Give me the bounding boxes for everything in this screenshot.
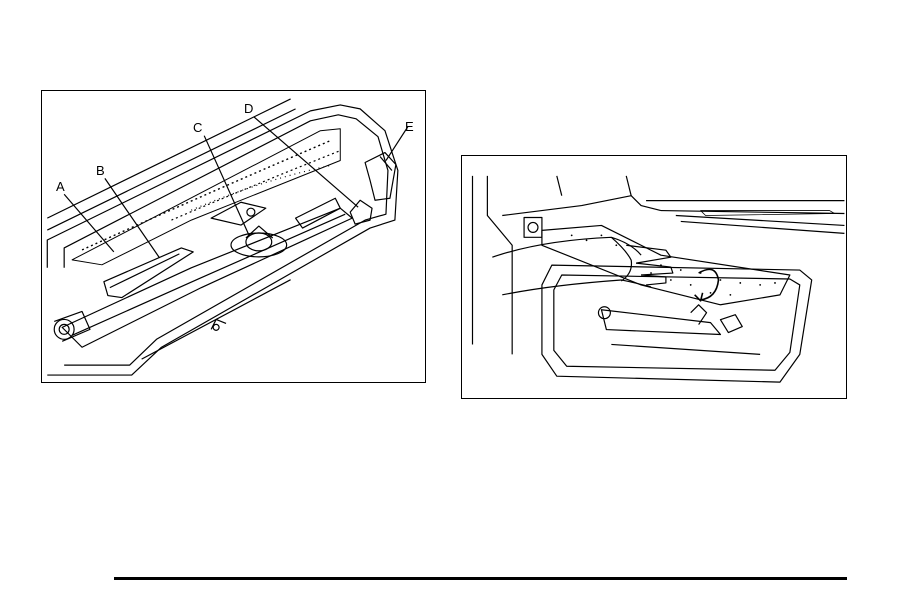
illustration-storage-compartment: A B C D E: [41, 90, 426, 383]
hand-drawing: [462, 156, 846, 398]
callout-c: C: [193, 121, 202, 134]
callout-d: D: [244, 102, 253, 115]
page-footer-rule: [114, 577, 847, 580]
compartment-drawing: [42, 91, 425, 382]
callout-b: B: [96, 164, 105, 177]
callout-e: E: [405, 120, 414, 133]
callout-a: A: [56, 180, 65, 193]
illustration-hand-turning-knob: [461, 155, 847, 399]
